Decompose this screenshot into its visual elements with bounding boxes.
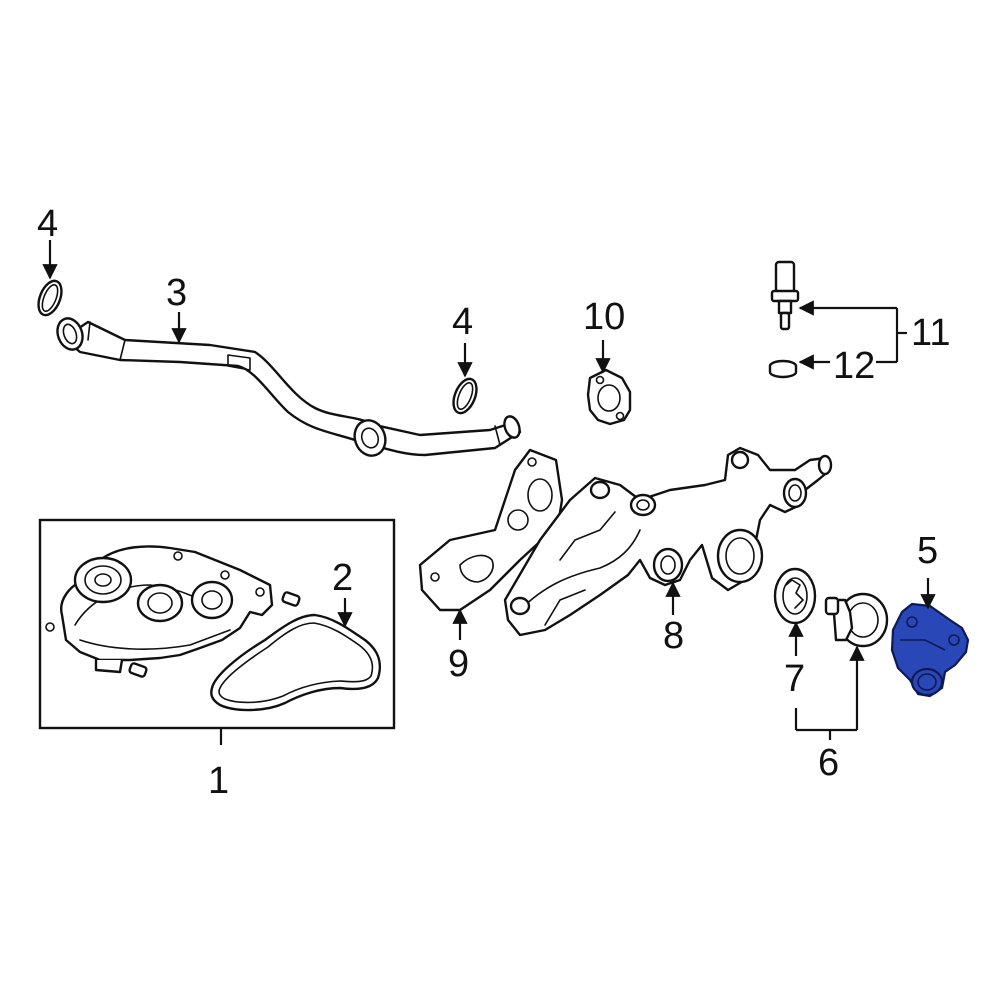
callout-4-left[interactable]: 4 (37, 203, 58, 245)
o-ring-middle[interactable] (449, 376, 481, 417)
callout-6[interactable]: 6 (818, 742, 839, 784)
callout-10[interactable]: 10 (583, 296, 625, 338)
pump-gasket[interactable] (210, 613, 382, 712)
callout-3[interactable]: 3 (166, 272, 187, 314)
outlet-gasket[interactable] (586, 368, 632, 426)
o-ring-left[interactable] (34, 278, 66, 319)
thermostat-housing[interactable] (890, 602, 970, 698)
dowel-pin (281, 591, 301, 607)
coolant-pipe[interactable] (53, 315, 522, 460)
callout-7[interactable]: 7 (784, 658, 805, 700)
callout-5[interactable]: 5 (917, 530, 938, 572)
dowel-pin (128, 662, 148, 678)
callout-4-middle[interactable]: 4 (452, 301, 473, 343)
water-pump-assembly[interactable] (38, 518, 396, 730)
callout-8[interactable]: 8 (663, 615, 684, 657)
temperature-sensor[interactable] (770, 260, 800, 331)
thermostat[interactable] (824, 592, 889, 648)
callout-2[interactable]: 2 (332, 557, 353, 599)
water-outlet-housing[interactable] (503, 446, 833, 637)
sensor-washer[interactable] (768, 359, 798, 379)
callout-12[interactable]: 12 (833, 345, 875, 387)
callout-1[interactable]: 1 (208, 760, 229, 802)
callout-11[interactable]: 11 (911, 312, 950, 354)
thermostat-gasket[interactable] (773, 567, 817, 625)
callout-9[interactable]: 9 (448, 643, 469, 685)
